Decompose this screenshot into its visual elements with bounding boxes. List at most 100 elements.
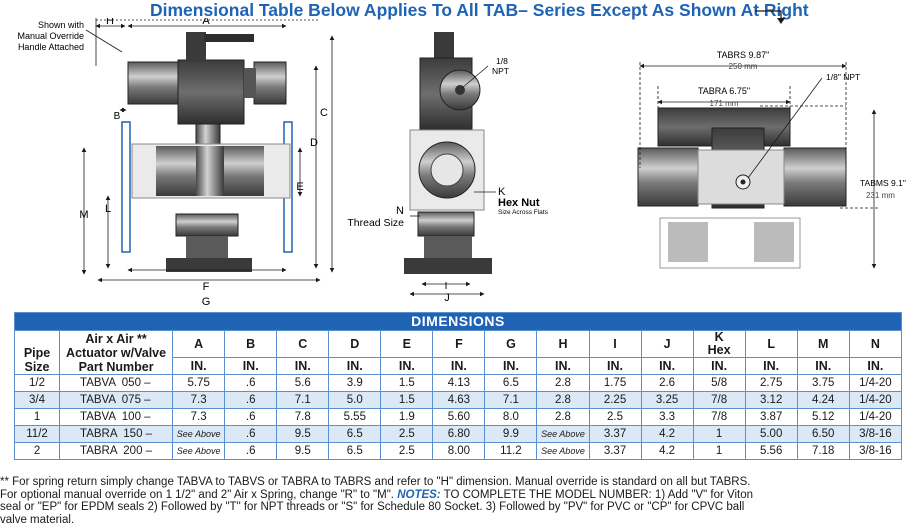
value-cell-m: 7.18 — [796, 442, 850, 460]
pipe-size-cell: 11/2 — [13, 425, 61, 443]
col-d: D — [328, 330, 382, 358]
label-e: E — [296, 181, 303, 193]
part-number-cell: TABRA 200 – — [59, 442, 174, 460]
unit-h: IN. — [536, 357, 590, 375]
label-l: L — [105, 203, 111, 215]
value-cell-e: 2.5 — [380, 425, 434, 443]
value-cell-m: 3.75 — [796, 374, 850, 392]
value-cell-e: 1.9 — [380, 408, 434, 426]
col-g: G — [484, 330, 538, 358]
value-cell-k: 7/8 — [692, 408, 746, 426]
pipe-size-cell: 2 — [13, 442, 61, 460]
part-number-cell: TABVA 075 – — [59, 391, 174, 409]
value-cell-i: 1.75 — [588, 374, 642, 392]
value-cell-j: 4.2 — [640, 442, 694, 460]
value-cell-f: 4.13 — [432, 374, 486, 392]
unit-n: IN. — [848, 357, 903, 375]
col-h: H — [536, 330, 590, 358]
label-g: G — [202, 296, 211, 308]
callout-line-2: Manual Override — [17, 31, 84, 41]
label-k: K — [498, 186, 506, 198]
note-line-2: For optional manual override on 1 1/2" a… — [0, 488, 754, 501]
value-cell-d: 3.9 — [328, 374, 382, 392]
label-i: I — [445, 281, 448, 292]
value-cell-d: 6.5 — [328, 425, 382, 443]
label-b: B — [114, 111, 121, 122]
col-f: F — [432, 330, 486, 358]
value-cell-f: 8.00 — [432, 442, 486, 460]
page-headline: Dimensional Table Below Applies To All T… — [150, 0, 809, 20]
unit-e: IN. — [380, 357, 434, 375]
part-number-cell: TABVA 100 – — [59, 408, 174, 426]
value-cell-n: 1/4-20 — [848, 391, 903, 409]
note-line-1: ** For spring return simply change TABVA… — [0, 476, 751, 488]
unit-c: IN. — [276, 357, 330, 375]
value-cell-g: 11.2 — [484, 442, 538, 460]
label-h: H — [106, 18, 114, 27]
unit-a: IN. — [172, 357, 226, 375]
unit-l: IN. — [744, 357, 798, 375]
value-cell-m: 4.24 — [796, 391, 850, 409]
value-cell-a: See Above — [172, 425, 226, 443]
unit-d: IN. — [328, 357, 382, 375]
value-cell-b: .6 — [224, 391, 278, 409]
unit-k: IN. — [692, 357, 746, 375]
value-cell-l: 5.00 — [744, 425, 798, 443]
value-cell-n: 3/8-16 — [848, 442, 903, 460]
value-cell-a: 5.75 — [172, 374, 226, 392]
value-cell-l: 3.12 — [744, 391, 798, 409]
value-cell-h: 2.8 — [536, 391, 590, 409]
callout-line-3: Handle Attached — [18, 42, 84, 52]
label-d: D — [310, 137, 318, 149]
value-cell-k: 5/8 — [692, 374, 746, 392]
value-cell-n: 1/4-20 — [848, 374, 903, 392]
value-cell-a: 7.3 — [172, 391, 226, 409]
value-cell-d: 5.55 — [328, 408, 382, 426]
value-cell-j: 2.6 — [640, 374, 694, 392]
value-cell-a: See Above — [172, 442, 226, 460]
label-n: N — [396, 205, 404, 217]
tabra-width-label: TABRA 6.75" — [698, 86, 750, 96]
hex-nut-label: Hex Nut — [498, 197, 540, 209]
value-cell-b: .6 — [224, 442, 278, 460]
col-j: J — [640, 330, 694, 358]
value-cell-l: 3.87 — [744, 408, 798, 426]
value-cell-d: 6.5 — [328, 442, 382, 460]
technical-drawings: H A C D E M L B F G Shown with Manual Ov… — [17, 18, 906, 308]
unit-i: IN. — [588, 357, 642, 375]
label-f: F — [203, 281, 210, 293]
value-cell-n: 1/4-20 — [848, 408, 903, 426]
note-line-4: valve material. — [0, 513, 75, 526]
right-valve-drawing: TABRS 9.87" 250 mm TABRA 6.75" 171 mm 1/… — [637, 50, 906, 269]
unit-g: IN. — [484, 357, 538, 375]
pipe-size-cell: 1/2 — [13, 374, 61, 392]
tabra-width-mm: 171 mm — [710, 99, 739, 108]
thread-size-label: Thread Size — [347, 217, 404, 229]
value-cell-j: 3.3 — [640, 408, 694, 426]
value-cell-a: 7.3 — [172, 408, 226, 426]
value-cell-g: 6.5 — [484, 374, 538, 392]
value-cell-c: 7.1 — [276, 391, 330, 409]
tabrs-width-mm: 250 mm — [729, 62, 758, 71]
col-m: M — [796, 330, 850, 358]
unit-j: IN. — [640, 357, 694, 375]
value-cell-i: 3.37 — [588, 425, 642, 443]
value-cell-j: 3.25 — [640, 391, 694, 409]
label-j: J — [444, 292, 450, 304]
part-number-cell: TABRA 150 – — [59, 425, 174, 443]
size-across-flats-label: Size Across Flats — [498, 209, 549, 216]
unit-b: IN. — [224, 357, 278, 375]
value-cell-k: 1 — [692, 425, 746, 443]
col-n: N — [848, 330, 903, 358]
headline-arrow-icon — [755, 10, 785, 24]
part-number-cell: TABVA 050 – — [59, 374, 174, 392]
label-c: C — [320, 107, 328, 119]
value-cell-h: See Above — [536, 425, 590, 443]
col-a: A — [172, 330, 226, 358]
